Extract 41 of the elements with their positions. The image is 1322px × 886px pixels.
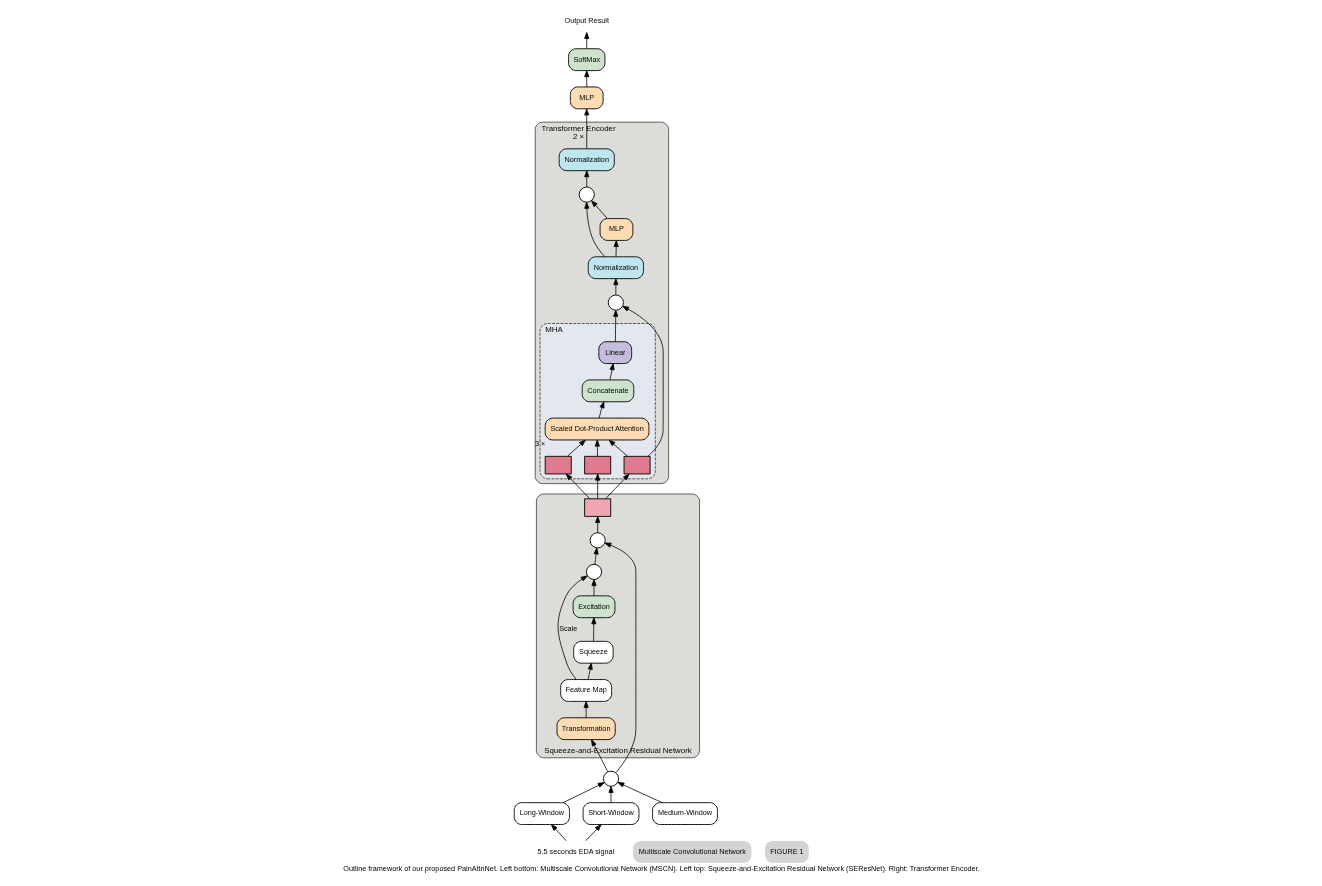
arrow <box>593 547 599 565</box>
arrow <box>591 579 597 597</box>
arrow <box>583 701 589 718</box>
arrow <box>565 473 590 500</box>
arrow <box>583 201 605 258</box>
arrow <box>583 32 589 49</box>
node-circle <box>578 186 595 203</box>
arrow <box>608 439 628 457</box>
arrow <box>583 170 589 188</box>
arrow <box>612 278 618 296</box>
node-circle <box>589 532 606 549</box>
node-box <box>623 455 651 475</box>
arrow <box>566 439 586 457</box>
arrow <box>583 108 589 149</box>
arrow <box>594 439 600 457</box>
arrow <box>621 305 664 457</box>
node-box <box>583 498 611 517</box>
arrow <box>557 575 588 680</box>
arrow <box>609 363 614 381</box>
node-circle <box>607 294 624 311</box>
arrow <box>590 739 608 773</box>
arrow <box>590 617 596 642</box>
node-circle <box>585 563 602 580</box>
arrow <box>608 786 614 803</box>
arrow <box>550 824 567 842</box>
node-circle <box>602 770 619 787</box>
node-box <box>583 455 611 475</box>
arrow <box>598 401 604 419</box>
arrow <box>587 662 593 680</box>
arrow <box>583 70 589 88</box>
arrow <box>594 473 600 500</box>
node-box <box>544 455 572 475</box>
arrow <box>590 200 608 219</box>
arrow <box>594 516 600 534</box>
arrow <box>562 782 605 803</box>
arrow <box>612 309 618 343</box>
arrow <box>613 240 619 257</box>
arrow <box>604 473 629 500</box>
arrow <box>584 824 601 842</box>
arrow <box>603 542 636 773</box>
arrow <box>616 782 663 803</box>
